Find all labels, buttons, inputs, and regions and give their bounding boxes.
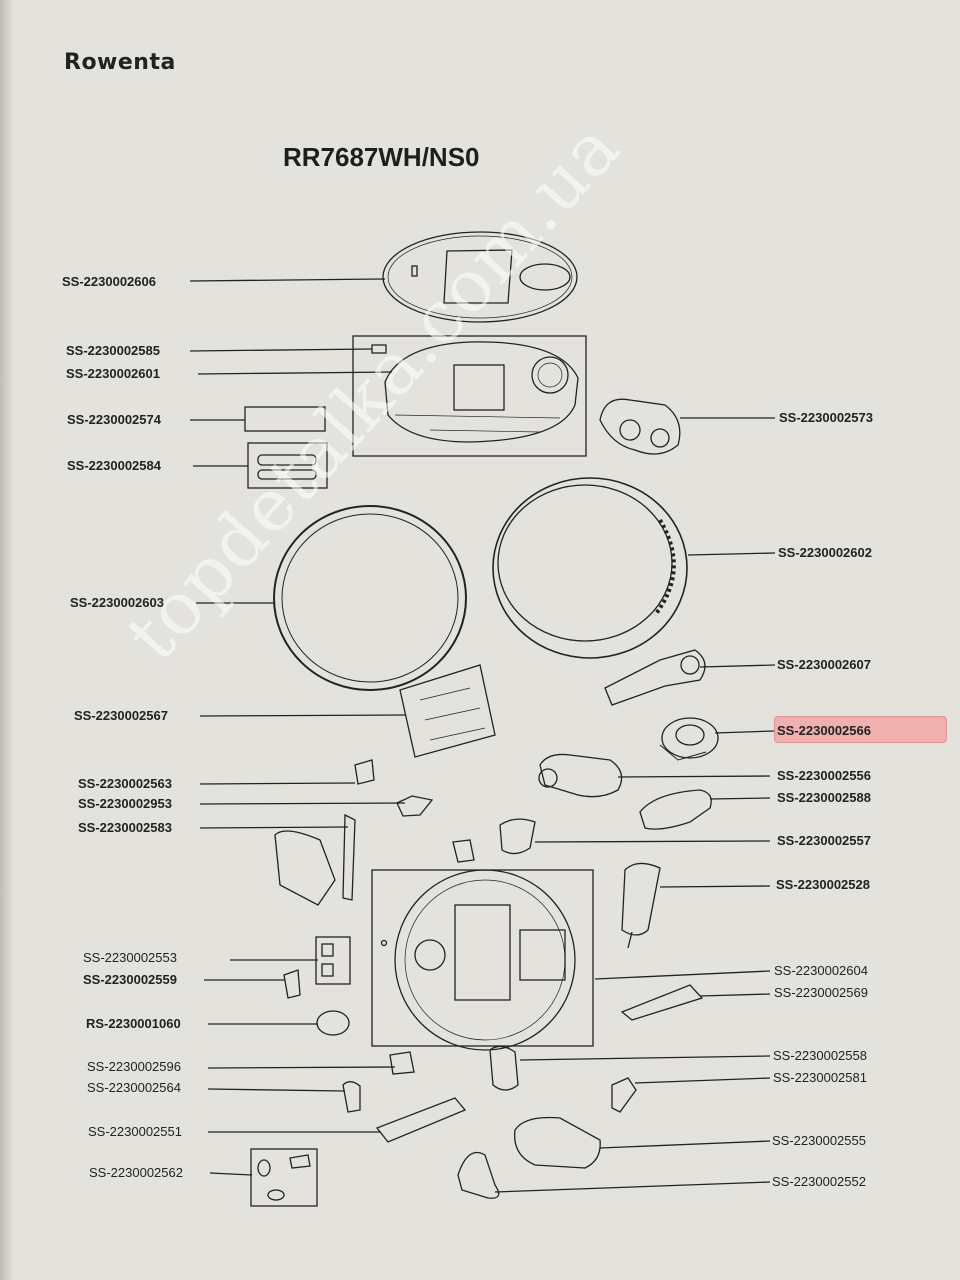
label-2567: SS-2230002567 [74, 708, 168, 723]
label-2602: SS-2230002602 [778, 545, 872, 560]
label-2557: SS-2230002557 [777, 833, 871, 848]
label-2556: SS-2230002556 [777, 768, 871, 783]
label-2569: SS-2230002569 [774, 985, 868, 1000]
model-title: RR7687WH/NS0 [283, 142, 480, 172]
label-1060: RS-2230001060 [86, 1016, 181, 1031]
label-2606: SS-2230002606 [62, 274, 156, 289]
label-2583: SS-2230002583 [78, 820, 172, 835]
label-2559: SS-2230002559 [83, 972, 177, 987]
label-2585: SS-2230002585 [66, 343, 160, 358]
label-2558: SS-2230002558 [773, 1048, 867, 1063]
label-2574: SS-2230002574 [67, 412, 161, 427]
label-2581: SS-2230002581 [773, 1070, 867, 1085]
label-2562: SS-2230002562 [89, 1165, 183, 1180]
highlighted-part-marker [774, 716, 947, 743]
label-2555: SS-2230002555 [772, 1133, 866, 1148]
label-2564: SS-2230002564 [87, 1080, 181, 1095]
label-2551: SS-2230002551 [88, 1124, 182, 1139]
label-2601: SS-2230002601 [66, 366, 160, 381]
label-2563: SS-2230002563 [78, 776, 172, 791]
label-2566: SS-2230002566 [777, 723, 871, 738]
label-2588: SS-2230002588 [777, 790, 871, 805]
label-2596: SS-2230002596 [87, 1059, 181, 1074]
brand-logo: Rowenta [64, 50, 176, 75]
label-2552: SS-2230002552 [772, 1174, 866, 1189]
label-2604: SS-2230002604 [774, 963, 868, 978]
label-2553: SS-2230002553 [83, 950, 177, 965]
label-2584: SS-2230002584 [67, 458, 161, 473]
label-2573: SS-2230002573 [779, 410, 873, 425]
label-2953: SS-2230002953 [78, 796, 172, 811]
label-2607: SS-2230002607 [777, 657, 871, 672]
label-2528: SS-2230002528 [776, 877, 870, 892]
left-page-edge [0, 0, 14, 1280]
label-2603: SS-2230002603 [70, 595, 164, 610]
